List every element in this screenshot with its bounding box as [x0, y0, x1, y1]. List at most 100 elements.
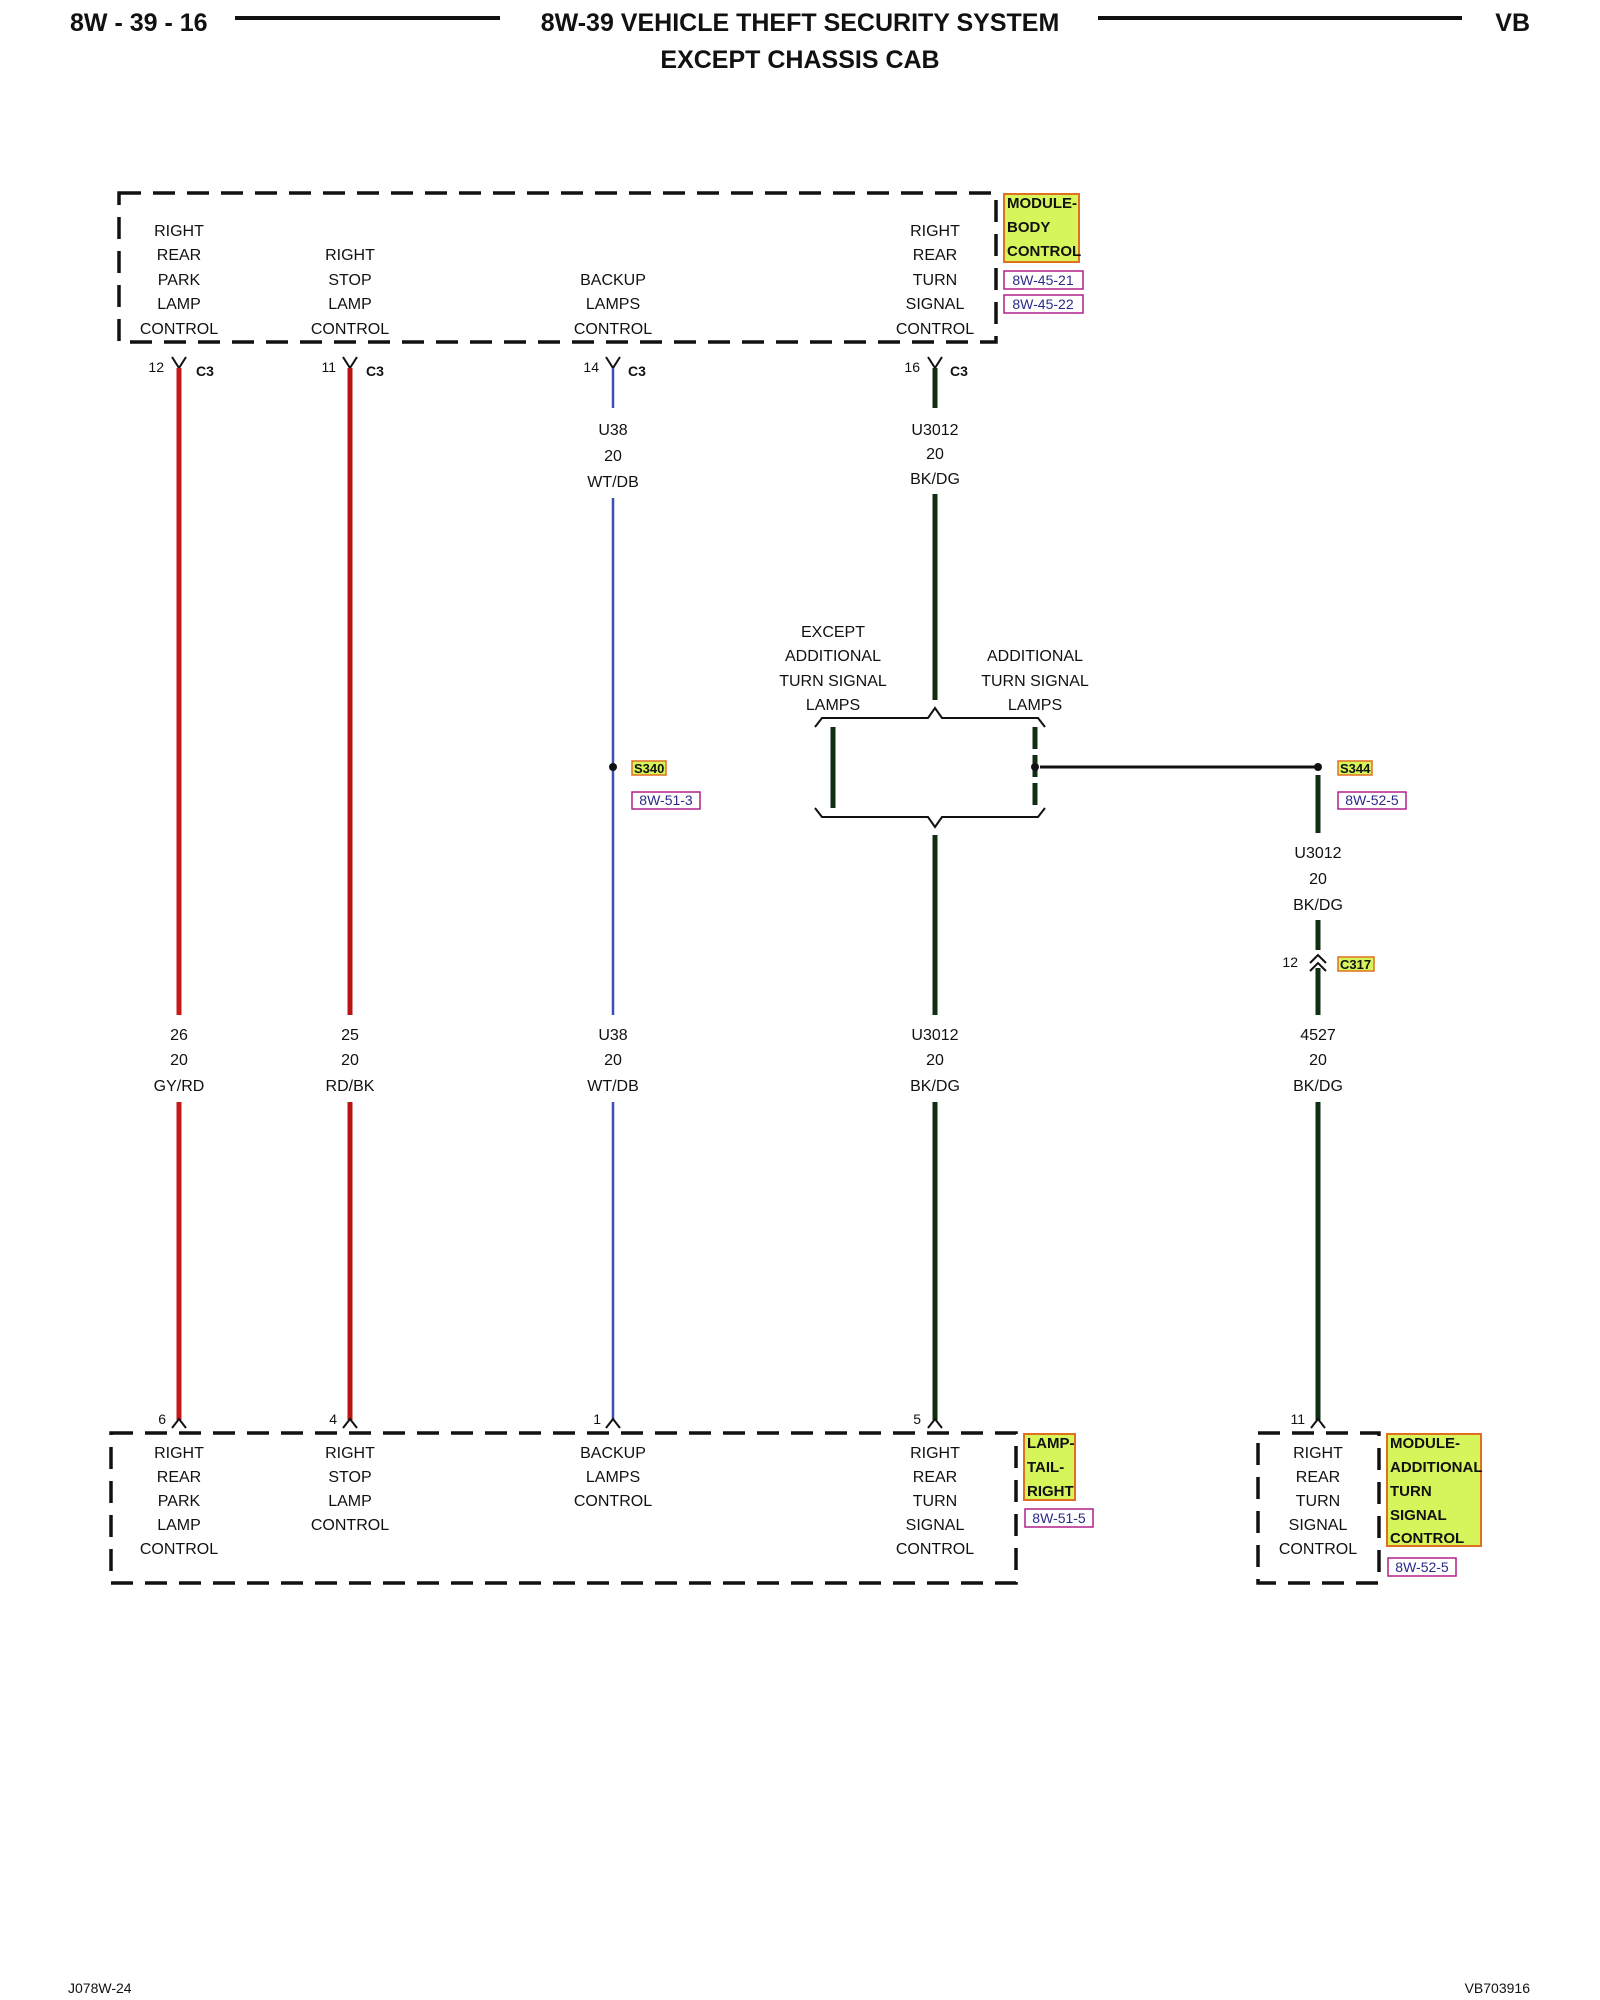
splice-dot-s344 — [1314, 763, 1322, 771]
function-line: LAMP — [157, 1517, 201, 1534]
tail-lamp-ref-box[interactable] — [1024, 1508, 1094, 1528]
tail-lamp-ref-link[interactable]: 8W-51-5 — [1032, 1510, 1086, 1526]
function-line: LAMP — [328, 296, 372, 313]
wire-gauge: 20 — [604, 448, 622, 465]
body-module-function-1: RIGHT REAR PARK LAMP CONTROL — [140, 223, 218, 338]
function-line: REAR — [157, 247, 201, 264]
wire-color-code: GY/RD — [154, 1078, 205, 1095]
splice-dot-s340 — [609, 763, 617, 771]
turn-module-ref-link[interactable]: 8W-52-5 — [1395, 1559, 1449, 1575]
connector-symbol — [927, 356, 943, 370]
body-module-ref-link[interactable]: 8W-45-21 — [1012, 272, 1073, 288]
additional-turn-module: RIGHT REAR TURN SIGNAL CONTROL MODULE- A… — [1256, 1431, 1483, 1585]
function-line: TURN — [913, 1493, 957, 1510]
tail-lamp-right: RIGHT REAR PARK LAMP CONTROL RIGHT STOP … — [109, 1431, 1094, 1585]
wire-circuit: 25 — [341, 1027, 359, 1044]
function-line: TURN — [913, 272, 957, 289]
function-line: CONTROL — [574, 1493, 652, 1510]
option-line: LAMPS — [1008, 697, 1062, 714]
wire-gauge: 20 — [604, 1052, 622, 1069]
function-line: CONTROL — [574, 321, 652, 338]
wire-turn-signal: 16 C3 U3012 20 BK/DG EXCEPT ADDITIONAL T… — [779, 356, 1316, 1429]
footer-left-code: J078W-24 — [68, 1980, 132, 1996]
function-line: LAMPS — [586, 1469, 640, 1486]
splice-name: S344 — [1340, 761, 1371, 776]
function-line: CONTROL — [896, 1541, 974, 1558]
function-line: RIGHT — [325, 247, 375, 264]
wire-color-code: WT/DB — [587, 474, 639, 491]
pin-number: 11 — [321, 359, 336, 375]
connector-symbol — [927, 1417, 943, 1429]
function-line: CONTROL — [1279, 1541, 1357, 1558]
pin-number: 4 — [329, 1411, 337, 1427]
body-module-ref-box[interactable] — [1003, 294, 1084, 314]
body-module-name-line: BODY — [1007, 219, 1050, 236]
body-module-function-3: BACKUP LAMPS CONTROL — [574, 272, 652, 338]
connector-name: C3 — [628, 363, 646, 379]
function-line: CONTROL — [140, 1541, 218, 1558]
wire-gauge: 20 — [1309, 871, 1327, 888]
function-line: BACKUP — [580, 272, 646, 289]
splice-ref-link[interactable]: 8W-51-3 — [639, 792, 693, 808]
function-line: BACKUP — [580, 1445, 646, 1462]
pin-number: 12 — [148, 359, 164, 375]
page-subtitle: EXCEPT CHASSIS CAB — [660, 46, 939, 74]
function-line: REAR — [1296, 1469, 1340, 1486]
connector-symbol — [1310, 1417, 1326, 1429]
junction-dot — [1031, 763, 1039, 771]
connector-symbol — [342, 356, 358, 370]
function-line: LAMPS — [586, 296, 640, 313]
splice-tag — [1337, 760, 1373, 776]
tail-lamp-name-line: RIGHT — [1027, 1483, 1074, 1500]
function-line: CONTROL — [896, 321, 974, 338]
splice-ref-box[interactable] — [631, 791, 701, 810]
function-line: RIGHT — [154, 223, 204, 240]
pin-number: 1 — [593, 1411, 601, 1427]
tail-lamp-name-line: LAMP- — [1027, 1435, 1075, 1452]
splice-ref-link[interactable]: 8W-52-5 — [1345, 792, 1399, 808]
page-code: 8W - 39 - 16 — [70, 9, 208, 37]
body-module-function-4: RIGHT REAR TURN SIGNAL CONTROL — [896, 223, 974, 338]
splice-name: S340 — [634, 761, 664, 776]
connector-name: C3 — [366, 363, 384, 379]
pin-number: 5 — [913, 1411, 921, 1427]
option-line: TURN SIGNAL — [981, 673, 1089, 690]
function-line: CONTROL — [140, 321, 218, 338]
wire-stop-lamp: 11 C3 25 20 RD/BK 4 — [321, 356, 384, 1429]
splice-ref-box[interactable] — [1337, 791, 1407, 810]
connector-name: C3 — [950, 363, 968, 379]
connector-name: C317 — [1340, 957, 1371, 972]
body-module-name-line: CONTROL — [1007, 243, 1081, 260]
turn-module-name-line: CONTROL — [1390, 1530, 1464, 1547]
turn-module-name-tag — [1386, 1433, 1482, 1547]
function-line: SIGNAL — [906, 296, 965, 313]
connector-symbol — [171, 356, 187, 370]
option-line: LAMPS — [806, 697, 860, 714]
function-line: SIGNAL — [906, 1517, 965, 1534]
turn-module-name-line: TURN — [1390, 1483, 1432, 1500]
option-label-except: EXCEPT ADDITIONAL TURN SIGNAL LAMPS — [779, 624, 887, 714]
function-line: PARK — [158, 1493, 201, 1510]
tail-lamp-name-line: TAIL- — [1027, 1459, 1064, 1476]
function-line: STOP — [328, 272, 371, 289]
wire-gauge: 20 — [341, 1052, 359, 1069]
wire-gauge: 20 — [1309, 1052, 1327, 1069]
body-module-ref-box[interactable] — [1003, 270, 1084, 290]
body-module-name-tag — [1003, 193, 1080, 263]
function-line: REAR — [913, 1469, 957, 1486]
body-module-function-2: RIGHT STOP LAMP CONTROL — [311, 247, 389, 338]
splice-tag — [631, 760, 667, 776]
body-module-ref-link[interactable]: 8W-45-22 — [1012, 296, 1073, 312]
wire-color-code: BK/DG — [1293, 1078, 1343, 1095]
function-line: CONTROL — [311, 1517, 389, 1534]
pin-number: 6 — [158, 1411, 166, 1427]
vehicle-code: VB — [1495, 9, 1530, 37]
function-line: STOP — [328, 1469, 371, 1486]
page-header: 8W - 39 - 16 8W-39 VEHICLE THEFT SECURIT… — [70, 9, 1530, 74]
connector-tag — [1337, 956, 1375, 972]
wire-circuit: 26 — [170, 1027, 188, 1044]
connector-symbol — [605, 356, 621, 370]
connector-symbol — [1309, 953, 1327, 964]
turn-module-ref-box[interactable] — [1387, 1557, 1457, 1577]
